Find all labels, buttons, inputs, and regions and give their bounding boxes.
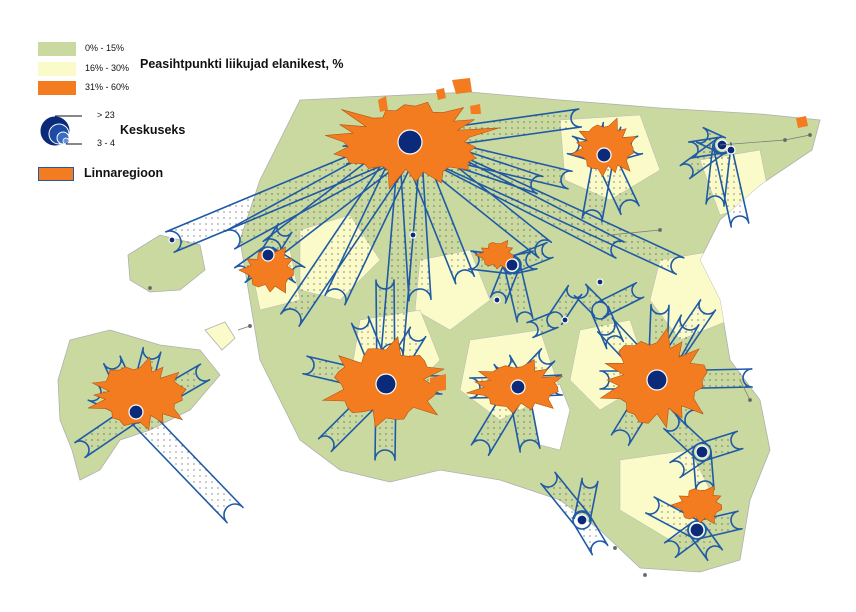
legend-label-mid: 16% - 30% xyxy=(85,63,130,73)
legend-centers-title: Keskuseks xyxy=(120,123,186,137)
center-marker xyxy=(576,514,588,526)
center-marker xyxy=(689,522,705,538)
flow-corridor xyxy=(695,126,727,154)
center-marker xyxy=(510,379,526,395)
island-hiiumaa xyxy=(127,234,206,293)
center-marker xyxy=(168,236,176,244)
flow-corridor xyxy=(573,514,609,556)
flow-corridor xyxy=(508,241,554,274)
island-muhu xyxy=(204,321,236,351)
center-marker xyxy=(375,373,397,395)
center-marker xyxy=(505,258,519,272)
center-marker xyxy=(726,145,736,155)
lake-peipus xyxy=(780,290,850,480)
urban-region-area xyxy=(569,117,637,178)
legend-label-high: 31% - 60% xyxy=(85,82,130,92)
map-legend: 0% - 15% 16% - 30% 31% - 60% Peasihtpunk… xyxy=(38,36,344,196)
settlement-links xyxy=(148,133,812,577)
center-marker xyxy=(646,369,668,391)
center-marker xyxy=(561,316,569,324)
flow-corridor xyxy=(526,311,559,339)
center-markers xyxy=(128,129,736,538)
flow-corridor xyxy=(669,443,708,479)
flow-corridor xyxy=(503,262,534,323)
center-marker xyxy=(596,278,604,286)
center-marker xyxy=(409,231,417,239)
center-marker xyxy=(695,445,709,459)
center-marker xyxy=(596,147,612,163)
flow-corridor xyxy=(573,477,599,523)
proportional-circle-icon xyxy=(39,115,82,147)
urban-region-area xyxy=(670,485,723,525)
urban-region-area xyxy=(238,246,294,294)
legend-share-title: Peasihtpunkti liikujad elanikest, % xyxy=(140,57,344,71)
center-marker xyxy=(261,248,275,262)
legend-swatch-low xyxy=(38,42,76,56)
flow-corridor xyxy=(590,305,625,350)
small-region-fragments xyxy=(378,78,808,392)
legend-label-low: 0% - 15% xyxy=(85,43,125,53)
urban-region-area xyxy=(87,356,187,431)
flow-corridor xyxy=(260,222,293,261)
center-marker xyxy=(493,296,501,304)
legend-region-label: Linnaregioon xyxy=(84,166,164,180)
flow-corridor xyxy=(663,521,704,559)
legend-size-min: 3 - 4 xyxy=(97,138,116,148)
legend-swatch-high xyxy=(38,81,76,95)
flow-corridor xyxy=(547,284,583,326)
legend-region-swatch xyxy=(38,167,74,181)
legend-swatch-mid xyxy=(38,62,76,76)
legend-size-max: > 23 xyxy=(97,110,115,120)
center-marker xyxy=(128,404,144,420)
center-marker xyxy=(397,129,423,155)
